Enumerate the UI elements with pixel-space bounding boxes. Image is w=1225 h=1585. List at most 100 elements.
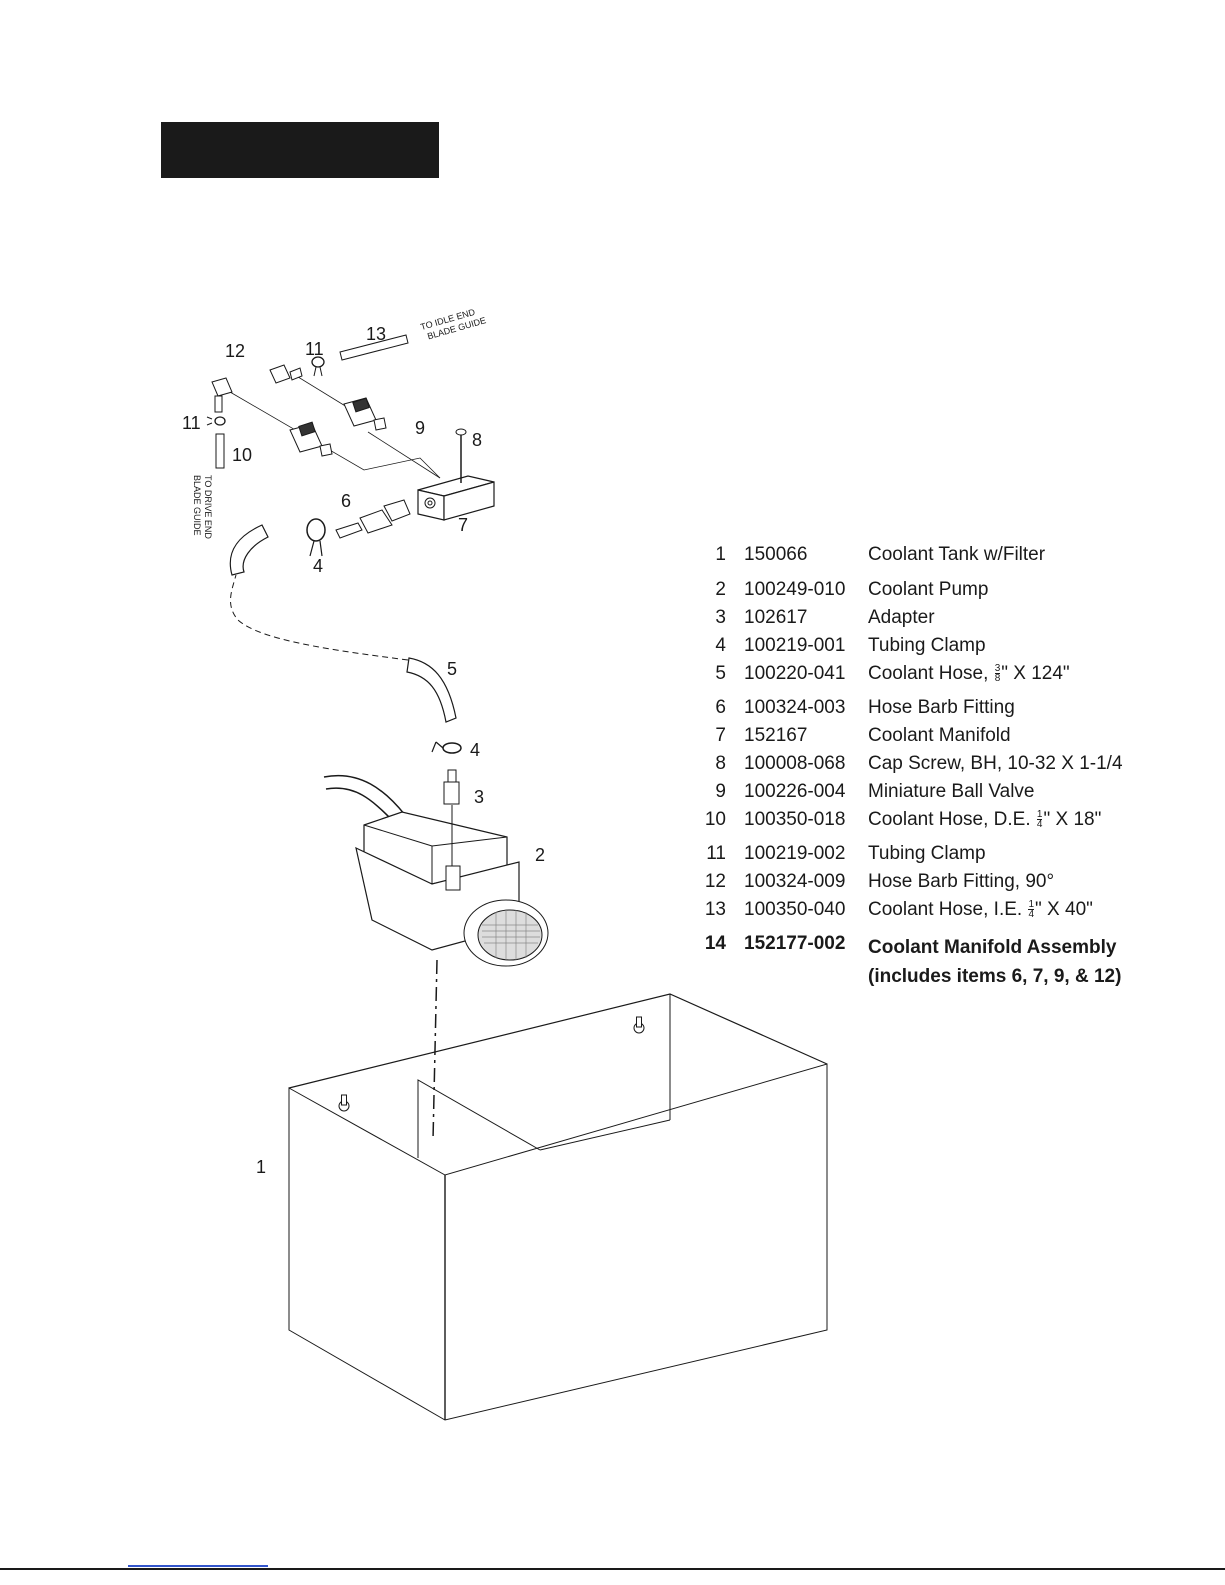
item-number: 3 xyxy=(715,607,726,628)
ball-valve xyxy=(343,397,387,431)
part-number: 100220-041 xyxy=(744,663,846,684)
item-number: 8 xyxy=(715,753,726,774)
callout-11-lower: 11 xyxy=(182,413,201,433)
callout-3: 3 xyxy=(474,787,484,807)
tubing-clamp xyxy=(206,416,226,426)
part-number: 152177-002 xyxy=(744,933,846,954)
part-row: 12 100324-009 Hose Barb Fitting, 90° xyxy=(698,871,1198,899)
part-row: 1 150066 Coolant Tank w/Filter xyxy=(698,544,1198,579)
part-row: 6 100324-003 Hose Barb Fitting xyxy=(698,697,1198,725)
hose-barb-fitting xyxy=(335,499,411,539)
part-description: Tubing Clamp xyxy=(868,843,986,864)
description-line: (includes items 6, 7, 9, & 12) xyxy=(868,966,1122,987)
description-text: Coolant Hose, xyxy=(868,663,994,684)
part-number: 100008-068 xyxy=(744,753,846,774)
part-number: 100324-009 xyxy=(744,871,846,892)
callout-9: 9 xyxy=(415,418,425,438)
description-text: " X 18" xyxy=(1043,809,1102,830)
adapter xyxy=(443,769,460,866)
keyhole-slot xyxy=(338,1094,350,1112)
coolant-hose-idle-end xyxy=(339,334,409,361)
callout-8: 8 xyxy=(472,430,482,450)
fraction-denominator: 4 xyxy=(1036,819,1043,831)
part-description: Miniature Ball Valve xyxy=(868,781,1035,802)
description-text: " X 124" xyxy=(1001,663,1070,684)
callout-4-upper: 4 xyxy=(313,556,323,576)
callout-6: 6 xyxy=(341,491,351,511)
fraction-denominator: 8 xyxy=(994,673,1001,685)
callout-7: 7 xyxy=(458,515,468,535)
description-text: Coolant Hose, I.E. xyxy=(868,899,1028,920)
callout-4-lower: 4 xyxy=(470,740,480,760)
note-drive-end-1: TO DRIVE END xyxy=(203,475,213,539)
part-row: 11 100219-002 Tubing Clamp xyxy=(698,843,1198,871)
item-number: 5 xyxy=(715,663,726,684)
part-description: Cap Screw, BH, 10-32 X 1-1/4 xyxy=(868,753,1123,774)
part-row: 7 152167 Coolant Manifold xyxy=(698,725,1198,753)
item-number: 2 xyxy=(715,579,726,600)
ball-valve xyxy=(289,421,333,457)
part-row: 3 102617 Adapter xyxy=(698,607,1198,635)
fraction-numerator: 1 xyxy=(1036,809,1043,821)
item-number: 4 xyxy=(715,635,726,656)
description-line: Coolant Manifold Assembly xyxy=(868,937,1117,958)
part-number: 100249-010 xyxy=(744,579,846,600)
fraction-numerator: 3 xyxy=(994,663,1001,675)
coolant-manifold xyxy=(417,475,495,521)
title-bar xyxy=(161,122,439,178)
coolant-hose-drive-end xyxy=(215,433,225,469)
part-description: Coolant Tank w/Filter xyxy=(868,544,1046,565)
part-row: 9 100226-004 Miniature Ball Valve xyxy=(698,781,1198,809)
part-row: 14 152177-002 Coolant Manifold Assembly (… xyxy=(698,933,1198,991)
description-text: Coolant Hose, D.E. xyxy=(868,809,1036,830)
part-description: Coolant Manifold xyxy=(868,725,1011,746)
part-description: Adapter xyxy=(868,607,935,628)
callout-2: 2 xyxy=(535,845,545,865)
part-number: 100219-001 xyxy=(744,635,846,656)
part-number: 100219-002 xyxy=(744,843,846,864)
description-text: " X 40" xyxy=(1035,899,1093,920)
cap-screw xyxy=(455,428,467,483)
hose-barb-fitting-90 xyxy=(269,364,303,384)
part-number: 100350-040 xyxy=(744,899,846,920)
tubing-clamp xyxy=(306,518,326,557)
note-drive-end-2: BLADE GUIDE xyxy=(192,475,202,536)
part-row: 4 100219-001 Tubing Clamp xyxy=(698,635,1198,663)
parts-list: 1 150066 Coolant Tank w/Filter 2 100249-… xyxy=(698,544,1198,991)
part-description: Hose Barb Fitting, 90° xyxy=(868,871,1055,892)
part-description: Hose Barb Fitting xyxy=(868,697,1015,718)
tubing-clamp xyxy=(431,741,462,754)
coolant-pump xyxy=(323,774,549,967)
coolant-tank xyxy=(288,993,828,1421)
item-number: 14 xyxy=(704,933,726,954)
item-number: 10 xyxy=(704,809,726,830)
item-number: 7 xyxy=(715,725,726,746)
item-number: 9 xyxy=(715,781,726,802)
callout-10: 10 xyxy=(232,445,252,465)
part-description: Coolant Pump xyxy=(868,579,989,600)
item-number: 12 xyxy=(704,871,726,892)
callout-12: 12 xyxy=(225,341,245,361)
part-number: 100226-004 xyxy=(744,781,846,802)
item-number: 1 xyxy=(715,544,726,565)
part-number: 102617 xyxy=(744,607,808,628)
item-number: 6 xyxy=(715,697,726,718)
footer-rule xyxy=(0,1568,1225,1570)
coolant-hose xyxy=(229,524,457,723)
item-number: 13 xyxy=(704,899,726,920)
item-number: 11 xyxy=(706,843,726,864)
hose-barb-fitting-90 xyxy=(211,377,233,413)
callout-5: 5 xyxy=(447,659,457,679)
keyhole-slot xyxy=(633,1016,645,1034)
footer-link-underline xyxy=(128,1565,268,1567)
